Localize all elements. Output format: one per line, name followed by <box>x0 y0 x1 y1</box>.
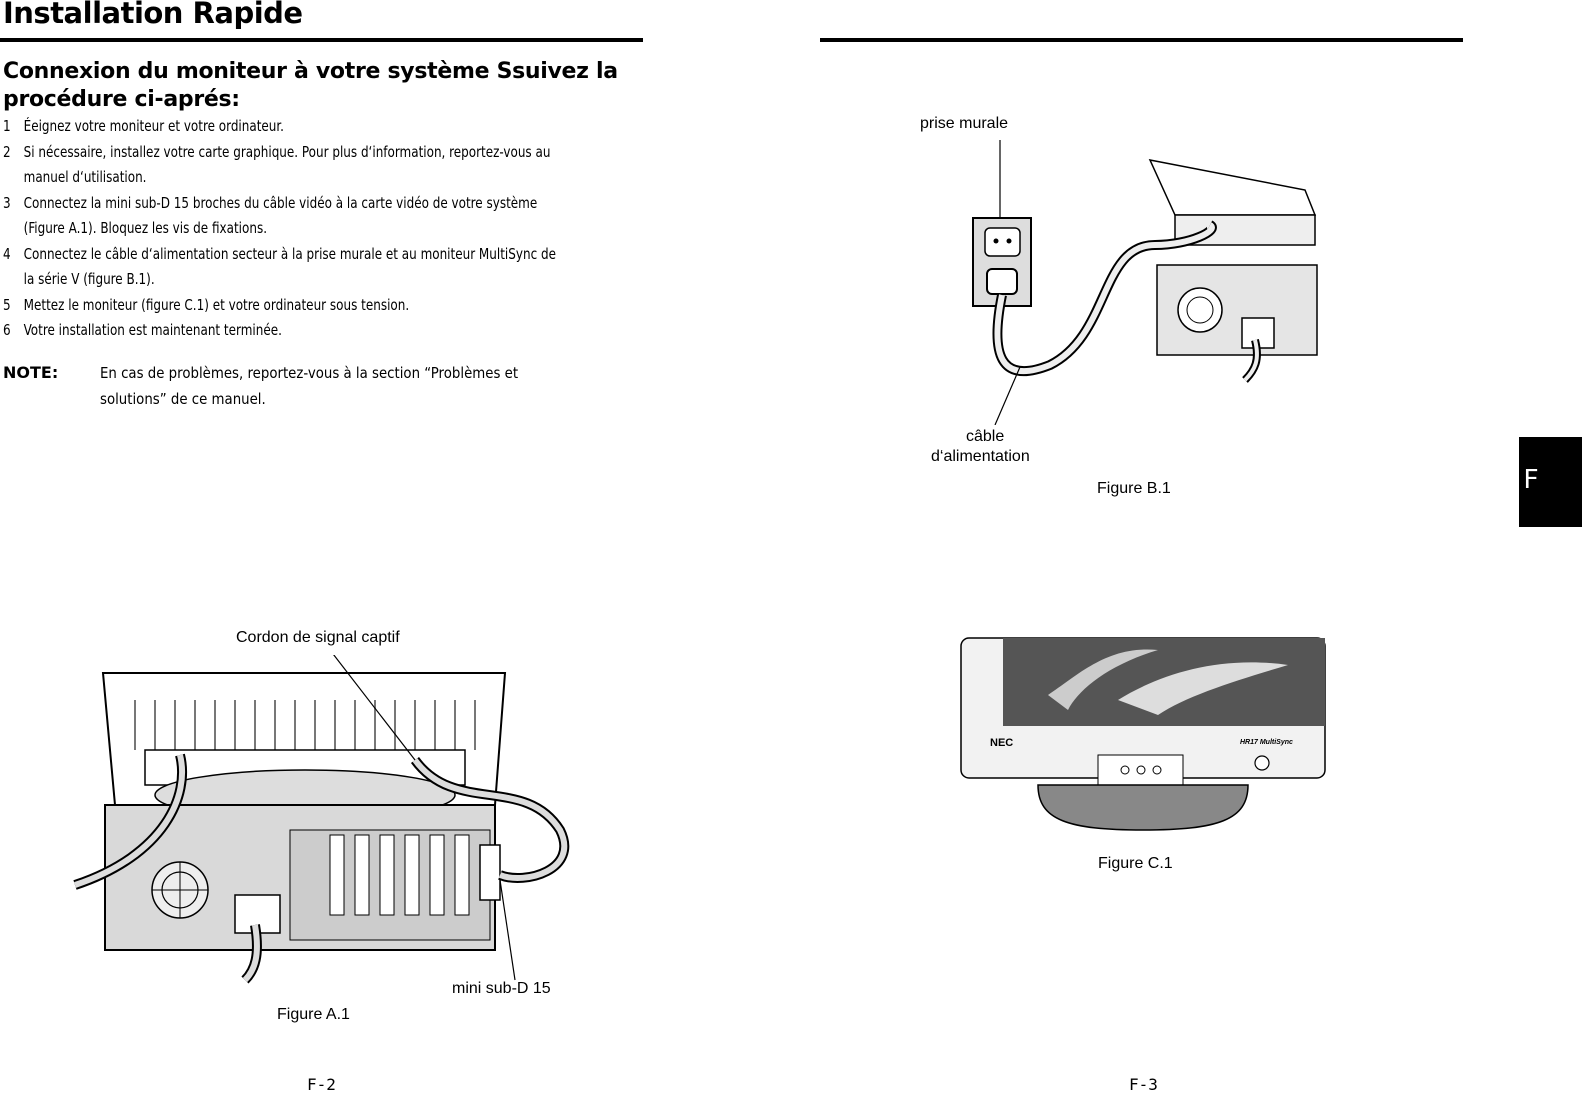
title-rule-left <box>0 38 643 42</box>
figure-b-callout-bottom-line2: d‘alimentation <box>931 448 1030 465</box>
figure-a-callout-bottom: mini sub-D 15 <box>452 980 551 997</box>
figure-c-model: HR17 MultiSync <box>1240 739 1293 746</box>
figure-c-caption: Figure C.1 <box>1098 855 1173 872</box>
figure-b-callout-top: prise murale <box>920 115 1009 132</box>
figure-b-illustration <box>972 140 1318 425</box>
figure-b-callout-bottom-line1: câble <box>966 428 1005 445</box>
figure-b-caption: Figure B.1 <box>1097 480 1171 497</box>
figure-c-brand: NEC <box>990 737 1013 749</box>
language-tab-label: F <box>1523 465 1539 495</box>
note-text: En cas de problèmes, reportez-vous à la … <box>100 364 519 408</box>
figure-a-caption: Figure A.1 <box>277 1006 350 1023</box>
note-label: NOTE: <box>3 363 59 382</box>
page-number-right: F-3 <box>1129 1075 1158 1094</box>
title-rule-right <box>820 38 1463 42</box>
page-title: Installation Rapide <box>3 0 303 30</box>
page-number-left: F-2 <box>307 1075 336 1094</box>
figure-a-callout-top: Cordon de signal captif <box>236 629 400 646</box>
figure-a-illustration <box>73 655 570 984</box>
section-heading: Connexion du moniteur à votre système Ss… <box>3 59 618 112</box>
figure-c-illustration: NEC HR17 MultiSync <box>960 637 1326 831</box>
language-tab: F <box>1519 437 1582 527</box>
